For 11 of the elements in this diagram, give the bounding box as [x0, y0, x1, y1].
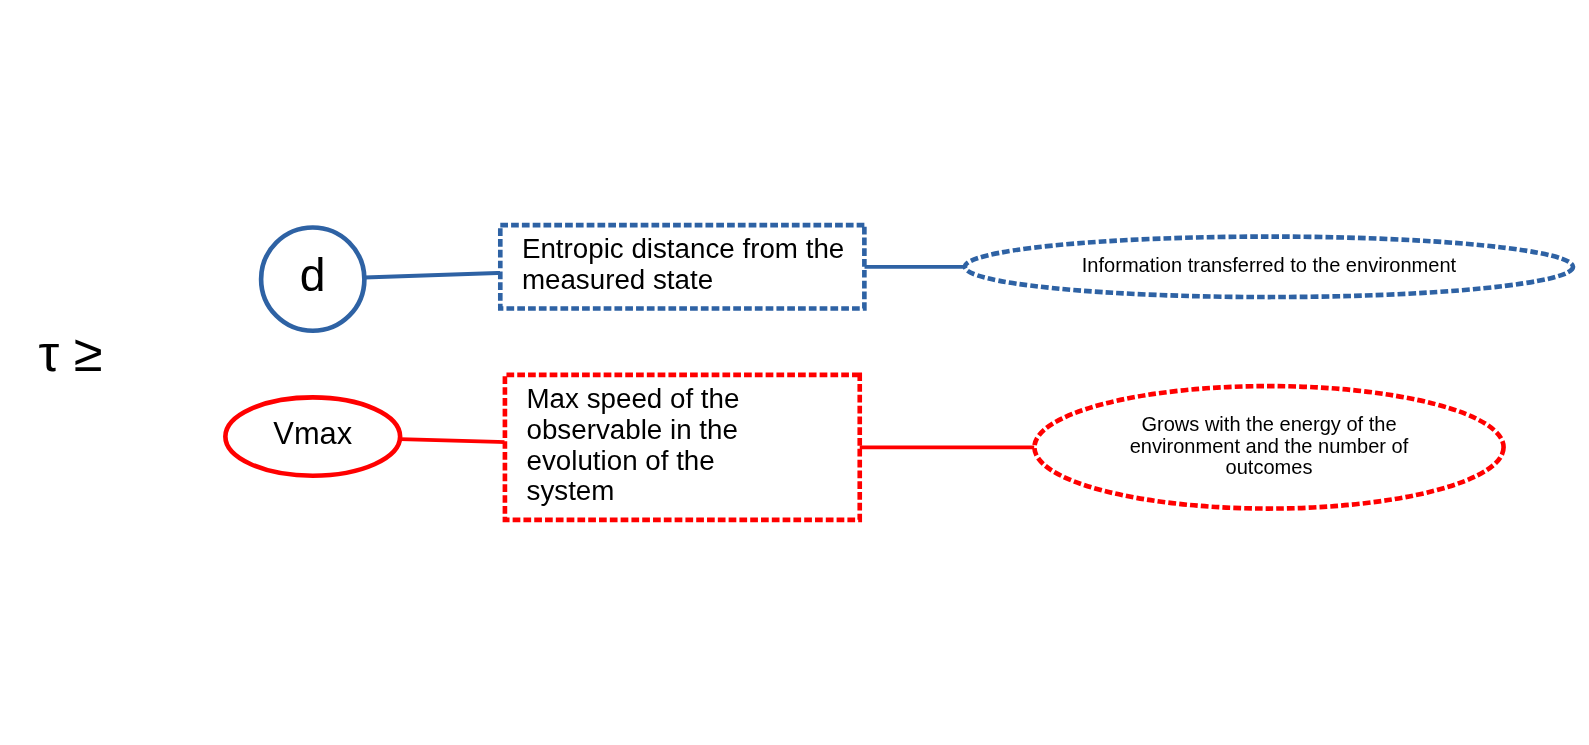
connector — [364, 271, 501, 280]
node-ellipse: Information transferred to the environment — [962, 234, 1576, 300]
node-box: Entropic distance from the measured state — [497, 222, 867, 311]
node-box: Max speed of the observable in the evolution of the system — [502, 372, 863, 523]
label: τ ≥ — [38, 324, 103, 383]
connector — [400, 437, 505, 445]
node-ellipse: Vmax — [223, 395, 403, 479]
connector — [859, 445, 1035, 450]
node-circle: d — [258, 225, 367, 334]
node-ellipse: Grows with the energy of the environment and the number of outcomes — [1032, 383, 1506, 511]
connector — [864, 264, 965, 269]
